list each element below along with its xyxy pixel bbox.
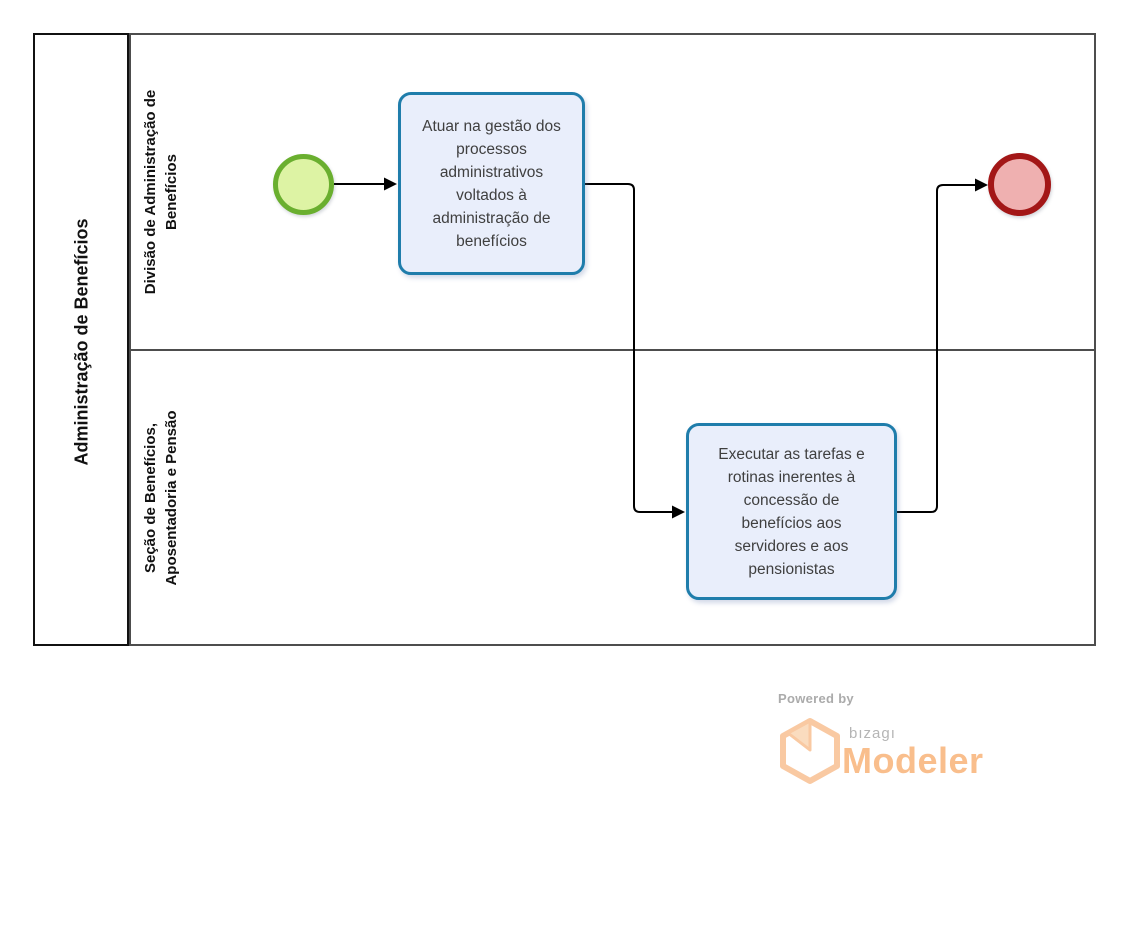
lane-label-line: Aposentadoria e Pensão	[163, 410, 180, 586]
task-label: Executar as tarefas e rotinas inerentes …	[718, 445, 865, 578]
start-event[interactable]	[273, 154, 334, 215]
lane-label: Seção de Benefícios, Aposentadoria e Pen…	[138, 343, 184, 653]
lane-label-line: Divisão de Administração de	[142, 89, 159, 295]
lane-label-line: Benefícios	[163, 154, 180, 230]
lane-label-line: Seção de Benefícios,	[142, 422, 159, 574]
bizagi-brand-label: bızagı	[849, 725, 896, 742]
task-label: Atuar na gestão dos processos administra…	[422, 117, 561, 250]
bizagi-logo-icon	[779, 717, 841, 790]
lane-label: Divisão de Administração de Benefícios	[138, 37, 184, 347]
lanes-container: Divisão de Administração de Benefícios S…	[129, 33, 1096, 646]
lane-secao-de-beneficios: Seção de Benefícios, Aposentadoria e Pen…	[131, 349, 1094, 644]
modeler-product-label: Modeler	[842, 740, 984, 781]
task-executar-tarefas[interactable]: Executar as tarefas e rotinas inerentes …	[686, 423, 897, 600]
pool-administracao-de-beneficios: Administração de Benefícios	[33, 33, 129, 646]
powered-by-label: Powered by	[778, 691, 854, 706]
end-event[interactable]	[988, 153, 1051, 216]
pool-title: Administração de Benefícios	[70, 217, 91, 466]
task-atuar-na-gestao[interactable]: Atuar na gestão dos processos administra…	[398, 92, 585, 275]
